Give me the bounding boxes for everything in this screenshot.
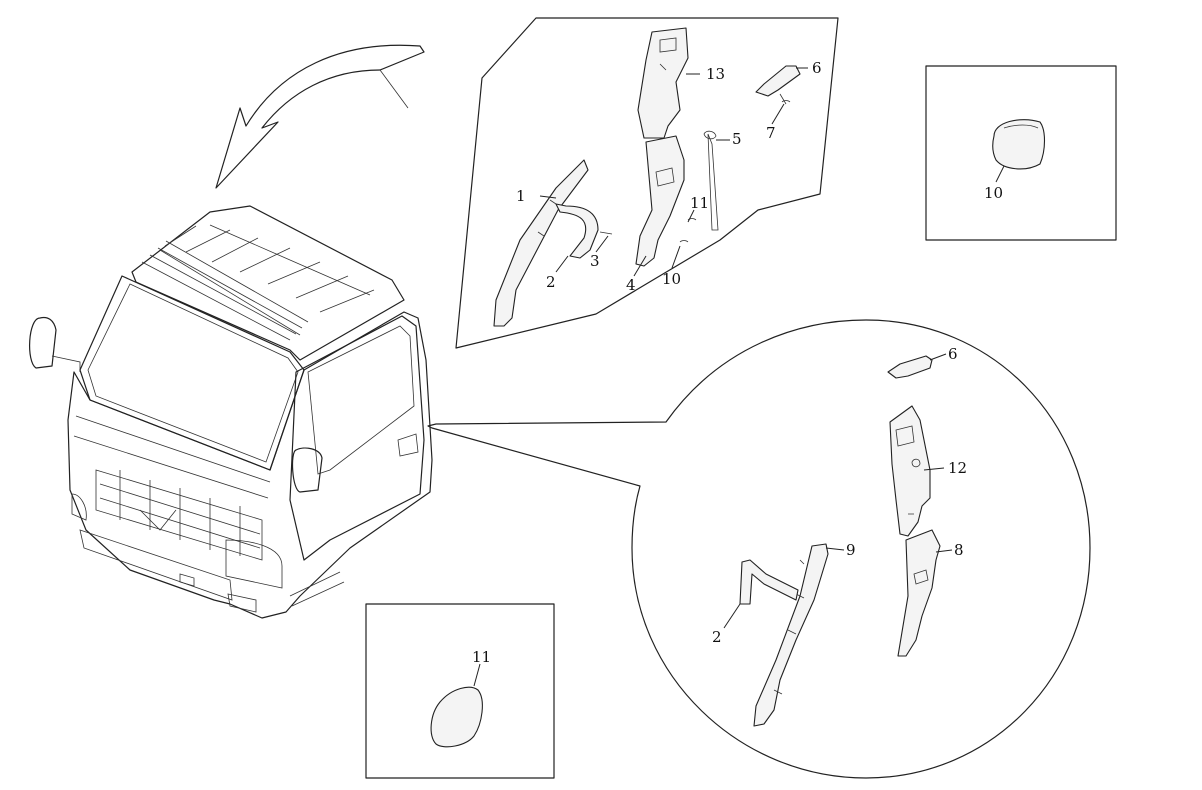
callout-3: 3 [590, 252, 600, 270]
detail-box-part-11: 11 [365, 603, 555, 779]
callout-11: 11 [690, 194, 709, 212]
callout-circle-9: 9 [846, 541, 856, 559]
callout-10: 10 [662, 270, 681, 288]
callout-box-10: 10 [984, 184, 1003, 202]
grab-handle-part-6-circle [887, 355, 933, 379]
callout-7: 7 [766, 124, 776, 142]
top-exploded-panel: 1 2 3 4 5 6 7 10 11 13 [455, 17, 839, 349]
callout-circle-12: 12 [948, 459, 967, 477]
b-pillar-upper-trim-part-12 [889, 405, 931, 537]
a-pillar-trim-part-9 [753, 543, 829, 727]
callout-13: 13 [706, 65, 725, 83]
callout-circle-2: 2 [712, 628, 722, 646]
b-pillar-upper-trim-part-13 [637, 27, 689, 139]
circle-detail-panel: 6 12 9 8 2 [427, 319, 1091, 779]
b-pillar-lower-trim-part-8 [897, 529, 941, 657]
callout-1: 1 [516, 187, 526, 205]
b-pillar-lower-trim-part-4 [635, 135, 685, 267]
truck-cab-drawing [29, 205, 433, 619]
callout-circle-8: 8 [954, 541, 964, 559]
callout-4: 4 [626, 276, 636, 294]
grab-handle-part-6-top [755, 65, 801, 97]
rotation-arrow [215, 44, 425, 189]
callout-2: 2 [546, 273, 556, 291]
callout-5: 5 [732, 130, 742, 148]
callout-6: 6 [812, 59, 822, 77]
grab-handle-part-2-circle [739, 559, 799, 605]
a-pillar-trim-part-1 [493, 159, 589, 327]
grab-handle-part-2 [555, 203, 599, 259]
callout-circle-6: 6 [948, 345, 958, 363]
callout-box-11: 11 [472, 648, 491, 666]
detail-box-part-10: 10 [925, 65, 1117, 241]
